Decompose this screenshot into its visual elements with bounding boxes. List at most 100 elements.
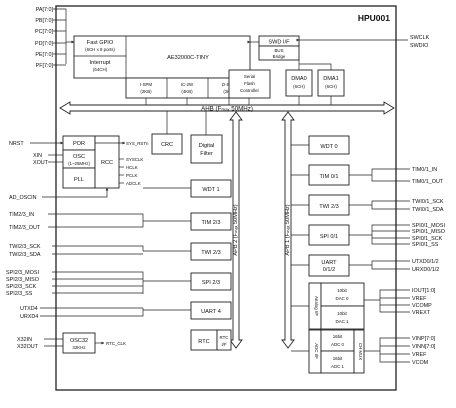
pins-spi23-2: SPI2/3_SCK xyxy=(6,284,37,290)
clocks-sysclk: SYSCLK xyxy=(126,157,143,162)
blocks-adc1-2: ADC 1 xyxy=(331,364,344,369)
blocks-dma1: DMA1 xyxy=(323,76,339,82)
pins-tim23-0: TIM2/3_IN xyxy=(9,212,34,218)
blocks-rtc-if-2: I/F xyxy=(221,342,226,347)
sys-rstn: SYS_RSTn xyxy=(126,141,149,146)
blocks-adc1-1: 16bit xyxy=(333,356,343,361)
digital-filter-block xyxy=(190,134,223,164)
gpio-title: Fast GPIO xyxy=(87,40,114,46)
pin-swdio: SWDIO xyxy=(410,43,428,49)
gpio-pins: PA[7:0] PB[7:0] PC[7:0] PD[7:0] PE[7:0] … xyxy=(35,7,75,69)
bridge-label-1: BUS xyxy=(274,48,283,53)
clocks-hclk: HCLK xyxy=(126,165,138,170)
pin-pa: PA[7:0] xyxy=(36,7,54,13)
bridge-label-2: Bridge xyxy=(273,54,286,59)
dac1-block xyxy=(320,305,365,330)
cpu-core-block xyxy=(73,35,251,79)
blocks-crc: CRC xyxy=(161,142,173,148)
clocks-pclk: PCLK xyxy=(126,173,138,178)
blocks-uart-1: UART xyxy=(321,260,337,266)
pins-spi01-0: SPI0/1_MOSI xyxy=(412,223,445,229)
pins-spi23-0: SPI2/3_MOSI xyxy=(6,270,39,276)
pin-pf: PF[7:0] xyxy=(36,63,54,69)
pins-x32-1: X32OUT xyxy=(17,344,39,350)
pins-adc-1: VINN[7:0] xyxy=(412,344,436,350)
bus-bridge-block xyxy=(258,45,300,61)
cpu-label: AE32000C-TINY xyxy=(167,55,209,61)
pins-x32-0: X32IN xyxy=(17,337,32,343)
blocks-osc32: OSC32 xyxy=(70,338,88,344)
blocks-wdt0: WDT 0 xyxy=(320,144,337,150)
ic2w-label: IC-2W xyxy=(181,82,194,87)
blocks-osc32-sub: 32KHz xyxy=(72,345,85,350)
pin-nrst: NRST xyxy=(9,141,24,147)
interrupt-title: Interrupt xyxy=(90,60,111,66)
apb1-label: APB 1 (Fₘₐₓ 50MHz) xyxy=(285,204,291,255)
blocks-pll: PLL xyxy=(74,177,84,183)
blocks-dma1-ch: (6CH) xyxy=(325,84,337,89)
pins-uart012-1: URXD0/1/2 xyxy=(412,267,439,273)
uart4-block xyxy=(190,301,232,320)
pin-pc: PC[7:0] xyxy=(35,29,53,35)
blocks-dac1-1: 10bit xyxy=(337,311,347,316)
apb2-label: APB 2 (Fₘₐₓ 50MHz) xyxy=(233,204,239,255)
pins-spi23-1: SPI2/3_MISO xyxy=(6,277,39,283)
ch-mux-block xyxy=(353,329,365,374)
blocks-dma0-ch: (6CH) xyxy=(293,84,305,89)
reset-clock-block: POR OSC (1~25MHz) PLL RCC NRST XIN XOUT … xyxy=(9,135,149,201)
ic2w-size: (4KB) xyxy=(181,89,193,94)
pins-dac-1: VREF xyxy=(412,296,427,302)
serial-flash-controller xyxy=(228,69,271,99)
blocks-dfilter-2: Filter xyxy=(200,151,213,157)
ispm-label: I-SPM xyxy=(140,82,153,87)
pins-twi-r-0: TWI0/1_SCK xyxy=(412,199,444,205)
blocks-spi01: SPI 0/1 xyxy=(320,234,338,240)
blocks-tim01: TIM 0/1 xyxy=(320,174,339,180)
pins-dac-2: VCOMP xyxy=(412,303,432,309)
rtc-clk: RTC_CLK xyxy=(106,341,126,346)
pins-dac-3: VREXT xyxy=(412,310,431,316)
flash-dma: Serial Flash Controller DMA0 (6CH) DMA1 … xyxy=(228,60,345,99)
blocks-osc: OSC xyxy=(73,154,85,160)
ahb-label: AHB (Fₘₐₓ 50MHz) xyxy=(201,106,253,113)
twi23-left-block xyxy=(190,242,232,261)
pin-ad-oscin: AD_OSCIN xyxy=(9,195,37,201)
pins-spi01-1: SPI0/1_MISO xyxy=(412,229,445,235)
rtc-if-block xyxy=(216,329,232,351)
ispm-size: (2KB) xyxy=(140,89,152,94)
pins-adc-2: VREF xyxy=(412,352,427,358)
pin-pd: PD[7:0] xyxy=(35,41,53,47)
blocks-adc0-2: ADC 0 xyxy=(331,342,344,347)
pins-spi01-2: SPI0/1_SCK xyxy=(412,236,443,242)
pin-pe: PE[7:0] xyxy=(35,52,53,58)
blocks-rcc: RCC xyxy=(101,160,113,166)
apb1-bus: APB 1 (Fₘₐₓ 50MHz) xyxy=(281,111,295,349)
chip-name: HPU001 xyxy=(358,13,390,23)
pins-adc-3: VCOM xyxy=(412,360,429,366)
dma1-block xyxy=(317,69,345,97)
blocks-dfilter-1: Digital xyxy=(199,143,215,149)
crc-filter: CRC Digital Filter xyxy=(151,111,223,164)
pins-twi23-0: TWI2/3_SCK xyxy=(9,244,41,250)
blocks-por: POR xyxy=(73,141,85,147)
pins-spi01-3: SPI0/1_SS xyxy=(412,242,439,248)
rcc-block xyxy=(94,135,120,189)
swd-label: SWD I/F xyxy=(268,40,290,46)
pin-pb: PB[7:0] xyxy=(35,18,53,24)
pin-xin: XIN xyxy=(33,153,42,159)
pins-twi23-1: TWI2/3_SDA xyxy=(9,252,41,258)
pins-dac-0: IOUT[1:0] xyxy=(412,288,436,294)
blocks-sfc-1: Serial xyxy=(244,74,255,79)
pins-twi-r-1: TWI0/1_SDA xyxy=(412,207,444,213)
spi23-block xyxy=(190,272,232,291)
blocks-dma0: DMA0 xyxy=(291,76,307,82)
blocks-rtc: RTC xyxy=(198,339,209,345)
swd-bridge: SWD I/F BUS Bridge SWCLK SWDIO xyxy=(247,35,430,61)
blocks-twi23: TWI 2/3 xyxy=(201,250,221,256)
wdt1-block xyxy=(190,179,232,198)
apb1-pins: TIM0/1_IN TIM0/1_OUT TWI0/1_SCK TWI0/1_S… xyxy=(349,167,445,366)
blocks-tim23: TIM 2/3 xyxy=(202,220,221,226)
pin-xout: XOUT xyxy=(33,160,49,166)
blocks-dac1-2: DAC 1 xyxy=(336,319,349,324)
